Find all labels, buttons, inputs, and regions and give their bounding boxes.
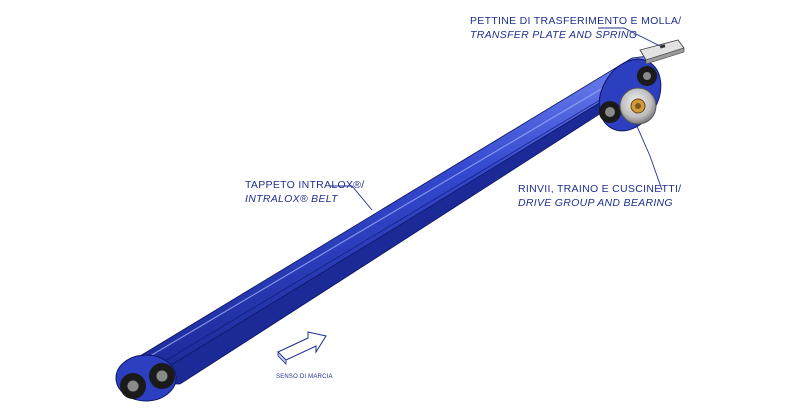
tail-roller-left-hub: [126, 379, 140, 393]
direction-arrow-shape: [277, 331, 327, 361]
transfer-plate: [639, 39, 685, 65]
transfer-plate-edge: [645, 47, 685, 65]
label-belt-en: INTRALOX® BELT: [245, 193, 338, 205]
direction-arrow: [277, 331, 327, 365]
belt-top-face: [121, 55, 653, 383]
leader-transfer: [598, 27, 661, 47]
label-drive-en: DRIVE GROUP AND BEARING: [518, 197, 673, 209]
label-drive-it: RINVII, TRAINO E CUSCINETTI/: [518, 183, 682, 195]
drive-end-assembly: [598, 58, 662, 132]
tail-end-rollers: [115, 354, 177, 402]
label-belt: TAPPETO INTRALOX®/ INTRALOX® BELT: [245, 178, 365, 206]
leader-belt: [330, 185, 373, 211]
direction-arrow-side: [277, 351, 287, 365]
belt-highlight: [139, 65, 641, 363]
leader-drive: [635, 123, 663, 191]
label-drive: RINVII, TRAINO E CUSCINETTI/ DRIVE GROUP…: [518, 182, 681, 210]
tail-roller-right-hub: [155, 369, 169, 383]
drive-roller-upper-hub: [643, 72, 651, 80]
leader-lines: [330, 27, 663, 211]
label-direction: SENSO DI MARCIA: [276, 374, 333, 380]
transfer-plate-slot: [659, 44, 666, 49]
conveyor-belt: [121, 55, 653, 385]
label-transfer-plate-en: TRANSFER PLATE AND SPRING: [470, 29, 638, 41]
belt-groove: [149, 75, 641, 371]
label-transfer-plate-it: PETTINE DI TRASFERIMENTO E MOLLA/: [470, 15, 682, 27]
drive-roller-lower-hub: [605, 107, 615, 117]
bearing-shaft: [635, 103, 641, 109]
label-belt-it: TAPPETO INTRALOX®/: [245, 179, 365, 191]
label-transfer-plate: PETTINE DI TRASFERIMENTO E MOLLA/ TRANSF…: [470, 14, 681, 42]
